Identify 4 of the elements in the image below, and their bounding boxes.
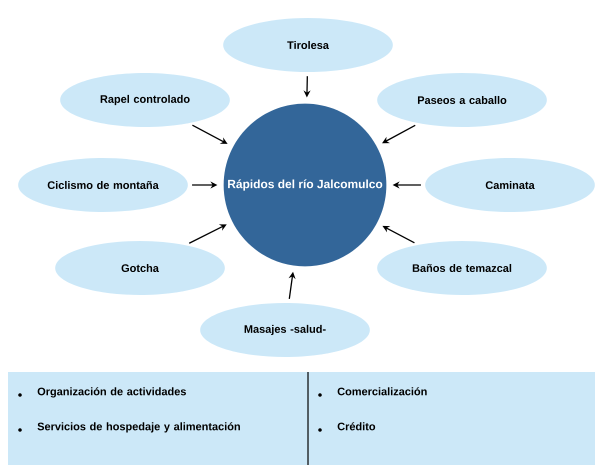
list-item: Comercialización — [338, 387, 427, 396]
list-item: Organización de actividades — [38, 387, 186, 398]
list-item: Servicios de hospedaje y alimentación — [38, 422, 240, 432]
list-item: Crédito — [338, 422, 376, 430]
